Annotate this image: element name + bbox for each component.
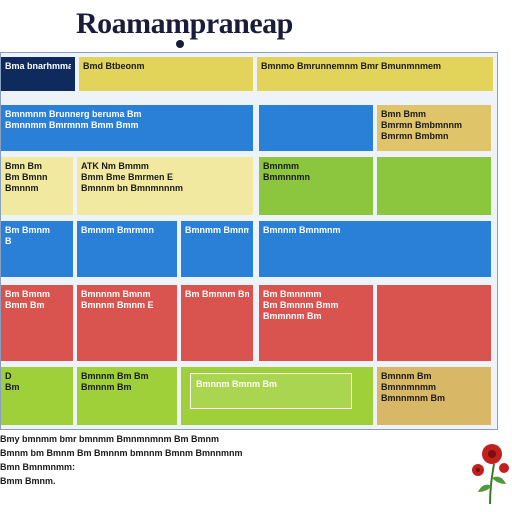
card-green[interactable] [181, 367, 373, 425]
cell-text: Bmn Bm [5, 161, 43, 171]
cell-text: Bmrmn Bmbmnnm [381, 120, 463, 130]
cell-text: Bmnnmnm Bm [381, 393, 446, 403]
cell-text: Bm Bmnnm Bmm [263, 300, 339, 310]
cell-text: Bmnnmnmm [381, 382, 437, 392]
cell-text: Bm Bmnm [5, 289, 51, 299]
cell-text: Bm [5, 382, 20, 392]
card-red[interactable]: Bmnnnm Bmnm Bmnnm Bmnm E [77, 285, 177, 361]
floating-text-box[interactable]: Bmnnm Bmnm Bm [190, 373, 352, 409]
card-green[interactable]: Bmnmm Bmmnnmn [259, 157, 373, 215]
cell-text: Bmnnm Bm Bm [81, 371, 149, 381]
card-red[interactable] [377, 285, 491, 361]
cell-text: Bm Bmnnm Bmnm [185, 289, 249, 299]
card-green[interactable] [377, 157, 491, 215]
header-cell-yellow[interactable]: Bmd Btbeonm [79, 57, 253, 91]
cell-text: Bmnmo Bmrunnemnm Bmr Bmunmnmem [261, 61, 442, 71]
card-green[interactable]: Bmnnm Bm Bm Bmnnm Bm [77, 367, 177, 425]
cell-text: Bmrmn Bmbmn [381, 131, 449, 141]
title-decoration [176, 40, 184, 48]
card-green[interactable]: D Bm [1, 367, 73, 425]
card-blue[interactable] [259, 105, 373, 151]
cell-text: Bmm Bme Bmrmen E [81, 172, 174, 182]
page-title: Roamamprаneap [76, 7, 293, 40]
flower-icon [472, 444, 509, 504]
card-blue[interactable]: Bmnnm Bmnmnm [259, 221, 491, 277]
card-blue[interactable]: Bmnmnm Brunnerg beruma Bm Bmnnmm Bmrmnm … [1, 105, 253, 151]
card-gold[interactable]: Bmn Bmm Bmrmn Bmbmnnm Bmrmn Bmbmn [377, 105, 491, 151]
cell-text: ATK Nm Bmmm [81, 161, 149, 171]
cell-text: Bmnnm Bmnm E [81, 300, 154, 310]
cell-text: D [5, 371, 12, 381]
caption-line: Bmy bmnmm bmr bmnmm Bmnmnmnm Bm Bmnm [0, 434, 220, 444]
cell-text: Bmnnnm Bmnm [81, 289, 151, 299]
card-yellow[interactable]: Bmn Bm Bm Bmnn Bmnnm [1, 157, 73, 215]
cell-text: Bmnnmm Bmrmnm Bmm Bmm [5, 120, 139, 130]
cell-text: Bm Bmnn [5, 172, 48, 182]
card-red[interactable]: Bm Bmnnm Bmnm [181, 285, 253, 361]
cell-text: Bma bnarhmma [5, 61, 71, 71]
card-yellow[interactable]: ATK Nm Bmmm Bmm Bme Bmrmen E Bmnnm bn Bm… [77, 157, 253, 215]
cell-text: Bmmnnmn [263, 172, 310, 182]
cell-text: Bmnnm bn Bmnmnnnm [81, 183, 183, 193]
caption-line: Bmnm bm Bmnm Bm Bmnnm bmnnm Bmnm Bmnnmnm [0, 448, 243, 458]
card-red[interactable]: Bm Bmnnmm Bm Bmnnm Bmm Bmmnnm Bm [259, 285, 373, 361]
cell-text: Bmd Btbeonm [83, 61, 145, 71]
card-blue[interactable]: Bmnmm Bmnm [181, 221, 253, 277]
cell-text: Bmnnm Bmnmnm [263, 225, 341, 235]
cell-text: Bmm Bm [5, 300, 45, 310]
header-cell-wide[interactable]: Bmnmo Bmrunnemnm Bmr Bmunmnmem [257, 57, 493, 91]
cell-text: Bmnmm Bmnm [185, 225, 249, 235]
cell-text: Bmnnm [5, 183, 39, 193]
cell-text: Bmnmnm Brunnerg beruma Bm [5, 109, 142, 119]
cell-text: Bmmnnm Bm [263, 311, 322, 321]
cell-text: B [5, 236, 12, 246]
card-gold[interactable]: Bmnnm Bm Bmnnmnmm Bmnnmnm Bm [377, 367, 491, 425]
header-cell-navy[interactable]: Bma bnarhmma [1, 57, 75, 91]
cell-text: Bm Bmnnmm [263, 289, 322, 299]
cell-text: Bmnnm Bm [81, 382, 132, 392]
cell-text: Bm Bmnm [5, 225, 51, 235]
roadmap-board: Bma bnarhmma Bmd Btbeonm Bmnmo Bmrunnemn… [0, 52, 498, 430]
cell-text: Bmnnm Bm [381, 371, 432, 381]
caption-line: Bmn Bmnmnmm: [0, 462, 76, 472]
card-blue[interactable]: Bmnnm Bmrmnn [77, 221, 177, 277]
caption-text: Bmy bmnmm bmr bmnmm Bmnmnmnm Bm Bmnm Bmn… [0, 432, 470, 488]
caption-line: Bmm Bmnm. [0, 476, 56, 486]
card-red[interactable]: Bm Bmnm Bmm Bm [1, 285, 73, 361]
cell-text: Bmnnm Bmrmnn [81, 225, 155, 235]
cell-text: Bmnmm [263, 161, 300, 171]
cell-text: Bmn Bmm [381, 109, 427, 119]
card-blue[interactable]: Bm Bmnm B [1, 221, 73, 277]
